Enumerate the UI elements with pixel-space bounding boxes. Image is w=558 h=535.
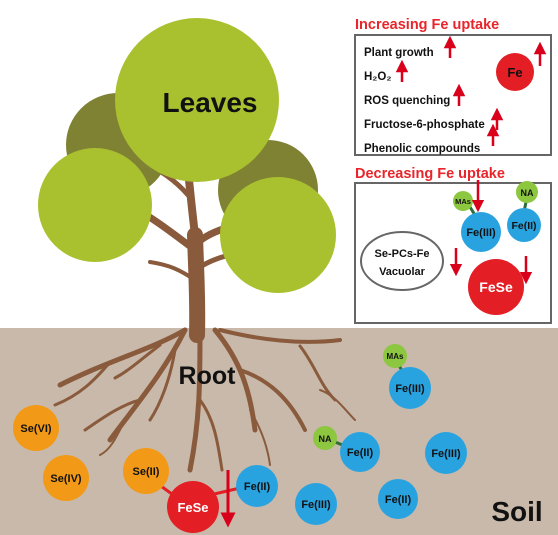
- svg-text:FeSe: FeSe: [177, 500, 208, 515]
- fe-ii-molecule-2: Fe(II): [378, 479, 418, 519]
- panel-na: NA: [521, 188, 534, 198]
- vacuolar-line2: Vacuolar: [379, 266, 426, 278]
- root-system: [53, 327, 356, 473]
- fe-ion: [496, 53, 534, 91]
- svg-text:NA: NA: [319, 434, 332, 444]
- panel-fe-ii: Fe(II): [511, 220, 536, 232]
- increasing-fe-uptake-panel: Increasing Fe uptake Plant growth H₂O₂ R…: [354, 17, 552, 156]
- soil-label: Soil: [491, 496, 542, 527]
- root-label: Root: [179, 362, 237, 390]
- item-phenolic: Phenolic compounds: [364, 143, 480, 155]
- decreasing-fe-uptake-panel: Decreasing Fe uptake MAs Fe(III) NA Fe(I…: [354, 166, 552, 324]
- se-ii-molecule: Se(II): [123, 448, 169, 494]
- tree-canopy: [38, 18, 336, 293]
- item-plant-growth: Plant growth: [364, 47, 434, 59]
- svg-text:Fe(II): Fe(II): [244, 481, 271, 493]
- se-vi-molecule: Se(VI): [13, 405, 59, 451]
- na-fe-ii-complex: NA Fe(II): [313, 426, 380, 472]
- decreasing-title: Decreasing Fe uptake: [355, 166, 505, 182]
- fe-iii-molecule-1: Fe(III): [295, 483, 337, 525]
- svg-text:Fe(III): Fe(III): [301, 499, 331, 511]
- svg-text:Se(IV): Se(IV): [50, 473, 82, 485]
- item-ros-quenching: ROS quenching: [364, 95, 450, 107]
- item-fructose: Fructose-6-phosphate: [364, 119, 485, 131]
- svg-text:Fe(II): Fe(II): [385, 494, 412, 506]
- mas-fe-iii-complex: MAs Fe(III): [383, 344, 431, 409]
- vacuolar-line1: Se-PCs-Fe: [374, 248, 429, 260]
- leaves-label: Leaves: [163, 87, 258, 118]
- increasing-title: Increasing Fe uptake: [355, 17, 499, 33]
- leaf-ball-main: [115, 18, 279, 182]
- leaf-ball-right: [220, 177, 336, 293]
- panel-fe-iii: Fe(III): [466, 227, 496, 239]
- se-iv-molecule: Se(IV): [43, 455, 89, 501]
- fe-ion-label: Fe: [507, 65, 522, 80]
- svg-text:Fe(III): Fe(III): [431, 448, 461, 460]
- panel-mas: MAs: [455, 197, 471, 206]
- fe-iii-molecule-2: Fe(III): [425, 432, 467, 474]
- svg-text:Se(VI): Se(VI): [20, 423, 52, 435]
- svg-text:Se(II): Se(II): [133, 466, 160, 478]
- leaf-ball-left: [38, 148, 152, 262]
- fe-ii-molecule-1: Fe(II): [236, 465, 278, 507]
- svg-text:Fe(II): Fe(II): [347, 447, 374, 459]
- fese-soil-molecule: FeSe: [167, 481, 219, 533]
- svg-text:Fe(III): Fe(III): [395, 383, 425, 395]
- vacuolar-ellipse: [360, 231, 444, 291]
- panel-fese: FeSe: [479, 279, 513, 295]
- svg-text:MAs: MAs: [387, 352, 404, 361]
- soil-molecules: Se(VI) Se(IV) Se(II) FeSe Fe(II) Fe(III)…: [13, 344, 467, 533]
- soil-layer: [0, 328, 558, 535]
- item-h2o2: H₂O₂: [364, 71, 391, 83]
